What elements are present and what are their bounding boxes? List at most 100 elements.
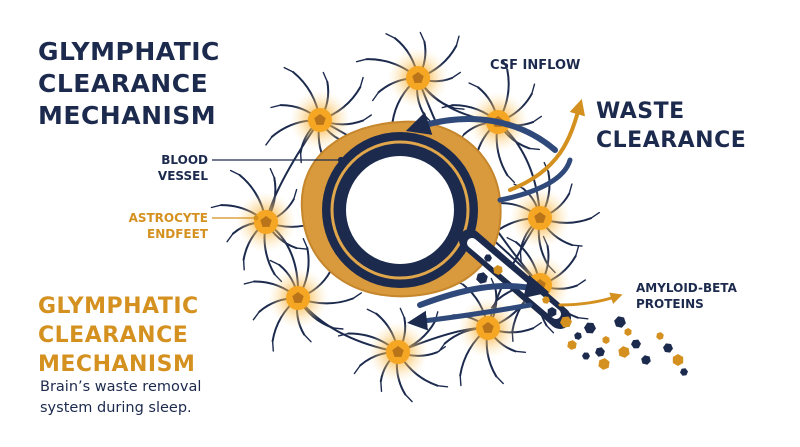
astrocyte-nucleus [534,212,546,223]
astrocyte-branch [495,375,504,385]
astrocyte-branch [352,292,362,300]
astrocyte-nucleus [482,322,494,333]
astrocyte-branch [436,385,449,388]
amyloid-label-line-1: AMYLOID-BETA [636,281,737,295]
lower-flow-arrow-2 [407,302,533,331]
amyloid-particle [476,272,488,284]
astrocyte-branch [359,76,364,88]
astrocyte-branch [455,35,460,47]
astrocyte-nucleus [412,72,424,83]
astrocyte-branch [242,259,245,271]
astrocyte-branch [303,333,312,343]
amyloid-particle [582,352,590,360]
csf-inflow-label: CSF INFLOW [490,58,581,73]
astrocyte-branch [528,147,540,151]
astrocyte-branch [519,251,522,263]
astrocyte-label-line-1: ASTROCYTE [128,211,208,225]
title-line-3: MECHANISM [38,101,217,130]
waste-label-line-2: CLEARANCE [596,128,747,153]
amyloid-particle [672,354,684,366]
astrocyte-branch [419,31,426,43]
amyloid-particle [547,307,557,317]
amyloid-particle [567,340,577,350]
amyloid-particle [663,343,673,353]
subtitle-line-3: MECHANISM [38,352,196,377]
title-line-1: GLYMPHATIC [38,37,220,66]
vessel-leader-dot [337,156,345,164]
astrocyte-branch [468,82,479,88]
csf-inflow-arrow [405,112,558,153]
astrocyte-branch [436,346,446,353]
astrocyte-nucleus [392,346,404,357]
amyloid-particle [598,358,610,370]
title-line-2: CLEARANCE [38,69,209,98]
caption-line-1: Brain’s waste removal [40,379,202,395]
amyloid-beta-particles [476,254,688,376]
subtitle-line-2: CLEARANCE [38,323,189,348]
astrocyte-nucleus [260,216,272,227]
subtitle-line-1: GLYMPHATIC [38,294,199,319]
astrocyte-branch [404,393,413,403]
astrocyte-branch [243,280,255,285]
astrocyte-branch [269,167,275,179]
blood-vessel-label: BLOOD VESSEL [130,152,208,184]
astrocyte-branch [295,247,307,250]
subtitle: GLYMPHATIC CLEARANCE MECHANISM [38,292,199,379]
amyloid-label-line-2: PROTEINS [636,297,704,311]
blood-vessel-label-line-1: BLOOD [161,153,208,167]
blood-vessel-label-line-2: VESSEL [157,169,208,183]
amyloid-particle [624,328,632,336]
leader-lines [212,156,345,221]
astrocyte-branch [506,174,515,184]
amyloid-particle [656,332,664,340]
astrocyte-branch [299,152,302,164]
astrocyte-branch [506,237,517,243]
amyloid-particle [484,254,492,262]
astrocyte-branch [269,259,280,266]
astrocyte-branch [502,60,508,71]
astrocyte-branch [322,71,328,83]
astrocyte-branch [571,244,583,247]
waste-arrow-side [497,157,573,203]
caption-line-2: system during sleep. [40,400,192,416]
astrocyte-label-line-2: ENDFEET [147,227,208,241]
astrocyte-branch [577,317,589,320]
amyloid-particle [542,296,550,304]
astrocyte-branch [590,211,600,219]
amyloid-particle [614,316,626,328]
astrocyte-branch [355,58,367,63]
astrocyte-branch [532,115,542,123]
amyloid-beta-label: AMYLOID-BETA PROTEINS [636,280,737,312]
amyloid-particle [560,316,572,328]
astrocyte-branch [459,374,462,387]
astrocyte-branch [362,114,372,122]
vessel-lumen [338,148,462,272]
astrocyte-endfeet-label: ASTROCYTE ENDFEET [96,210,208,242]
astrocyte-leader-dot [253,215,259,221]
amyloid-particle [595,347,605,357]
astrocyte-branch [353,364,361,375]
astrocyte-branch [532,322,542,329]
astrocyte-branch [568,183,573,195]
astrocyte-branch [210,204,222,209]
amyloid-particle [641,355,651,365]
astrocyte-branch [545,324,555,334]
astrocyte-branch [265,136,273,146]
astrocyte-branch [576,279,586,287]
astrocyte-branch [270,104,282,109]
astrocyte-branch [531,83,536,95]
astrocyte-branch [514,350,527,353]
astrocyte-branch [399,307,405,319]
amyloid-particle [574,332,582,340]
amyloid-particle [584,322,596,334]
lower-flow-arrow-1 [417,274,550,308]
astrocyte-branch [366,308,377,315]
astrocyte-branch [385,33,396,39]
astrocyte-branch [293,188,298,200]
flow-arrows [405,98,623,331]
astrocyte-branch [332,327,344,330]
astrocyte-nucleus [292,292,304,303]
astrocyte-branch [302,238,308,249]
waste-clearance-label: WASTE CLEARANCE [596,97,746,155]
